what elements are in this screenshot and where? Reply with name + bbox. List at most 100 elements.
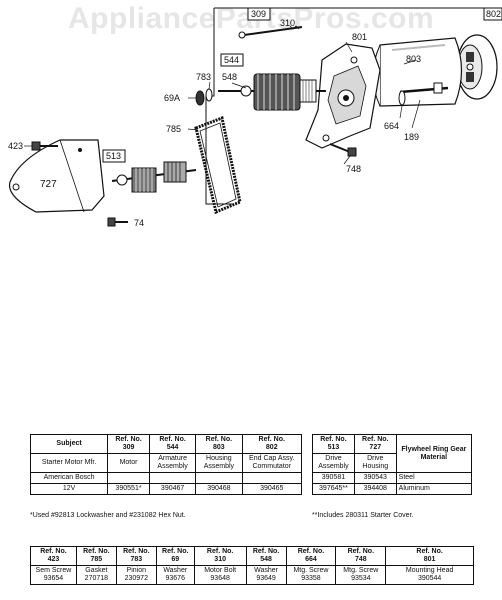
ref-number: 802	[265, 444, 278, 452]
ref-label: Ref. No.	[159, 436, 186, 443]
ref-label: Ref. No.	[416, 548, 443, 555]
ref-number: 785	[90, 556, 103, 564]
box-309	[247, 7, 271, 21]
part-number: 390544	[417, 575, 442, 583]
ref-number: 309	[122, 444, 135, 452]
ref-header: Ref. No.513	[312, 433, 355, 455]
ref-header: Ref. No.803	[195, 433, 243, 455]
table-row: 397645** 394408 Aluminum	[312, 483, 473, 496]
ref-header: Ref. No.783	[115, 545, 157, 567]
ref-header: Ref. No.785	[75, 545, 117, 567]
table-cell	[107, 472, 150, 485]
callout-74: 74	[134, 218, 144, 228]
ref-number: 423	[47, 556, 60, 564]
drive-assembly-513	[111, 161, 197, 193]
callout-189: 189	[404, 132, 419, 142]
box-544	[220, 53, 244, 67]
screw-74	[107, 217, 128, 227]
callout-310: 310	[280, 18, 295, 28]
part-name: Motor Bolt	[204, 567, 237, 575]
callout-801: 801	[352, 32, 367, 42]
callout-423: 423	[8, 141, 23, 151]
ref-header: Ref. No.727	[353, 433, 397, 455]
gasket-785	[194, 115, 242, 215]
motor-bolt-310	[238, 25, 303, 39]
table-cell: 390581	[312, 472, 355, 485]
box-802	[483, 7, 502, 21]
ref-header: Ref. No.548	[245, 545, 287, 567]
leader-lines	[24, 41, 421, 165]
ref-label: Ref. No.	[123, 548, 150, 555]
ref-label: Ref. No.	[362, 436, 389, 443]
table-row: Drive Assembly Drive Housing	[312, 453, 472, 474]
washer-664	[398, 90, 406, 106]
callout-803: 803	[406, 54, 421, 64]
ref-label: Ref. No.	[320, 436, 347, 443]
ref-label: Ref. No.	[115, 436, 142, 443]
end-cap-802	[456, 34, 498, 100]
callout-664: 664	[384, 121, 399, 131]
table-cell: 397645**	[312, 483, 355, 496]
table-cell: Drive Housing	[353, 453, 397, 474]
ref-number: 513	[327, 444, 340, 452]
table-cell: 390551*	[107, 483, 150, 496]
ring-gear-header: Flywheel Ring Gear Material	[395, 433, 473, 474]
table-cell: 12V	[29, 483, 109, 496]
ref-number: 544	[166, 444, 179, 452]
ref-number: 69	[171, 556, 180, 564]
callout-548: 548	[222, 72, 237, 82]
ref-label: Ref. No.	[347, 548, 375, 555]
mounting-head-801	[305, 43, 381, 149]
part-number: 93676	[165, 575, 185, 583]
callout-727: 727	[40, 179, 57, 190]
part-number: 93648	[210, 575, 230, 583]
washer-783	[205, 88, 213, 102]
part-name: Mtg. Screw	[343, 567, 379, 575]
ref-header: Ref. No.309	[107, 433, 150, 455]
ref-header: Ref. No.664	[285, 545, 337, 567]
table-cell	[148, 472, 197, 485]
armature-544	[218, 73, 326, 111]
drive-parts-table: Ref. No.513 Ref. No.727 Flywheel Ring Ge…	[312, 433, 473, 496]
subject-header: Subject	[29, 433, 109, 455]
exploded-parts-diagram: 309 310 802 801 544 803 783 548 69A 664 …	[8, 7, 502, 228]
main-table-footnote: *Used #92813 Lockwasher and #231082 Hex …	[30, 512, 186, 519]
table-header-row: Subject Ref. No.309 Ref. No.544 Ref. No.…	[29, 433, 302, 455]
main-parts-table: Subject Ref. No.309 Ref. No.544 Ref. No.…	[29, 433, 302, 496]
drive-housing-727	[8, 139, 105, 213]
callout-544: 544	[224, 55, 239, 65]
callout-748: 748	[346, 164, 361, 174]
table-header-row: Ref. No.513 Ref. No.727 Flywheel Ring Ge…	[312, 433, 473, 474]
table-cell: End Cap Assy. Commutator	[241, 453, 302, 474]
ref-label: Ref. No.	[258, 436, 285, 443]
box-513	[102, 149, 126, 163]
table-cell	[241, 472, 302, 485]
part-name: Sem Screw	[35, 567, 72, 575]
callout-802: 802	[486, 9, 501, 19]
table-cell: Armature Assembly	[148, 453, 197, 474]
table-cell: Drive Assembly	[312, 453, 355, 474]
part-name: Gasket	[85, 567, 108, 575]
table-row: 12V 390551* 390467 390468 390465	[29, 483, 302, 496]
table-cell: 390468	[195, 483, 243, 496]
callout-785: 785	[166, 124, 181, 134]
hardware-parts-table: Ref. No.423 Ref. No.785 Ref. No.783 Ref.…	[30, 545, 474, 586]
table-cell: Aluminum	[395, 483, 473, 496]
ref-number: 783	[130, 556, 143, 564]
ref-number: 748	[354, 556, 367, 564]
ref-number: 664	[305, 556, 317, 564]
part-number: 93534	[351, 575, 371, 583]
screw-748	[329, 143, 357, 157]
side-table-footnote: **Includes 280311 Starter Cover.	[312, 512, 414, 519]
ref-label: Ref. No.	[205, 436, 233, 443]
table-cell: 390467	[148, 483, 197, 496]
